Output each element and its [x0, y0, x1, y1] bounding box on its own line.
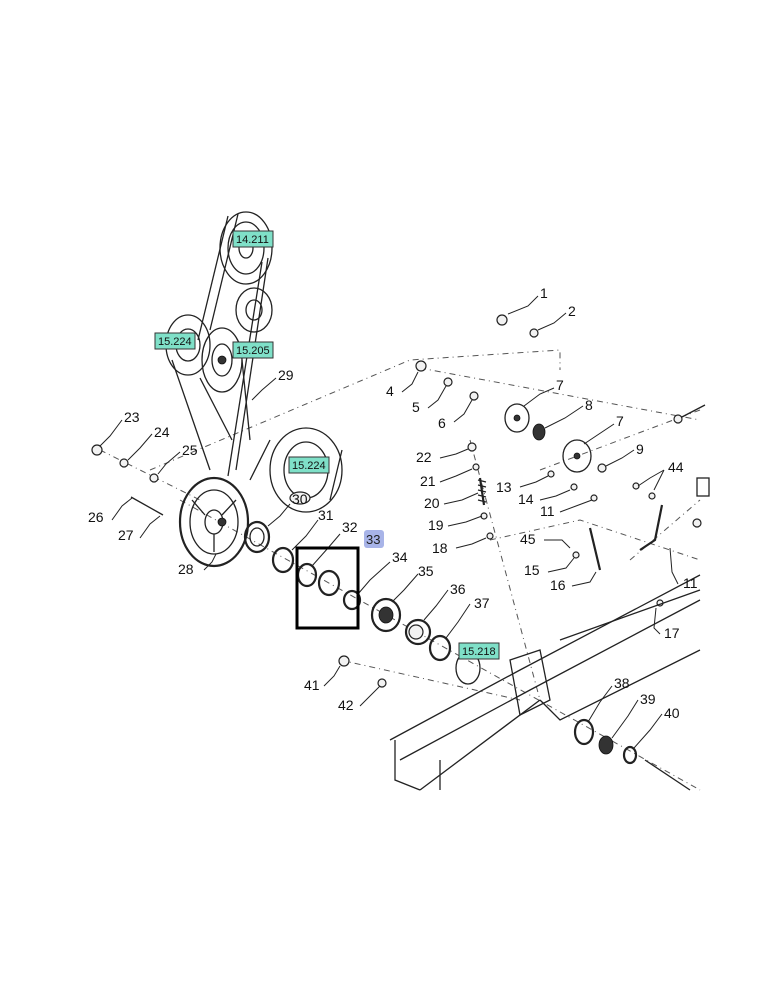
- reference-tags: 14.211 15.224 15.205 15.224 15.218: [154, 230, 500, 660]
- callout-22[interactable]: 22: [416, 449, 432, 465]
- reference-14-211[interactable]: 14.211: [232, 230, 274, 248]
- leader-lines: [99, 295, 679, 749]
- callout-8[interactable]: 8: [585, 397, 593, 413]
- callout-16[interactable]: 16: [550, 577, 566, 593]
- callout-2[interactable]: 2: [568, 303, 576, 319]
- callout-38[interactable]: 38: [614, 675, 630, 691]
- callout-20[interactable]: 20: [424, 495, 440, 511]
- callout-27[interactable]: 27: [118, 527, 134, 543]
- callout-25[interactable]: 25: [182, 442, 198, 458]
- reference-15-224-lower[interactable]: 15.224: [288, 456, 330, 474]
- tensioner-parts: [91, 314, 706, 791]
- callout-35[interactable]: 35: [418, 563, 434, 579]
- reference-15-205[interactable]: 15.205: [232, 341, 274, 359]
- svg-text:15.224: 15.224: [158, 336, 192, 348]
- svg-text:15.224: 15.224: [292, 460, 326, 472]
- svg-text:33: 33: [366, 532, 380, 547]
- callout-24[interactable]: 24: [154, 424, 170, 440]
- frame-structure: [389, 574, 701, 791]
- callout-29[interactable]: 29: [278, 367, 294, 383]
- callout-11b[interactable]: 11: [683, 575, 698, 591]
- selected-callout-33[interactable]: 33: [364, 530, 384, 548]
- callout-41[interactable]: 41: [304, 677, 320, 693]
- callout-7a[interactable]: 7: [556, 377, 564, 393]
- callout-14[interactable]: 14: [518, 491, 534, 507]
- callout-32[interactable]: 32: [342, 519, 358, 535]
- callout-37[interactable]: 37: [474, 595, 490, 611]
- assembly-axes: [99, 349, 701, 791]
- callout-21[interactable]: 21: [420, 473, 436, 489]
- callout-1[interactable]: 1: [540, 285, 548, 301]
- callout-6[interactable]: 6: [438, 415, 446, 431]
- callout-9[interactable]: 9: [636, 441, 644, 457]
- callout-26[interactable]: 26: [88, 509, 104, 525]
- callout-36[interactable]: 36: [450, 581, 466, 597]
- callout-numbers: 1 2 4 5 6 7 8 7 9 13 14 11 44 22 21 20 1…: [88, 285, 698, 721]
- callout-40[interactable]: 40: [664, 705, 680, 721]
- svg-text:15.205: 15.205: [236, 345, 270, 357]
- callout-45[interactable]: 45: [520, 531, 536, 547]
- callout-31[interactable]: 31: [318, 507, 334, 523]
- callout-18[interactable]: 18: [432, 540, 448, 556]
- callout-39[interactable]: 39: [640, 691, 656, 707]
- callout-4[interactable]: 4: [386, 383, 394, 399]
- reference-clipped-edge: [696, 477, 710, 497]
- svg-text:14.211: 14.211: [236, 234, 269, 246]
- callout-5[interactable]: 5: [412, 399, 420, 415]
- callout-30[interactable]: 30: [292, 491, 308, 507]
- belt-drive-assembly: [165, 211, 343, 568]
- svg-text:15.218: 15.218: [462, 646, 496, 658]
- callout-13[interactable]: 13: [496, 479, 512, 495]
- callout-17[interactable]: 17: [664, 625, 680, 641]
- shaft-parts: [243, 520, 481, 685]
- callout-34[interactable]: 34: [392, 549, 408, 565]
- callout-42[interactable]: 42: [338, 697, 354, 713]
- callout-28[interactable]: 28: [178, 561, 194, 577]
- selection-frame: [295, 546, 360, 630]
- callout-11a[interactable]: 11: [540, 503, 555, 519]
- callout-23[interactable]: 23: [124, 409, 140, 425]
- callout-7b[interactable]: 7: [616, 413, 624, 429]
- reference-15-224-upper[interactable]: 15.224: [154, 332, 196, 350]
- callout-44[interactable]: 44: [668, 459, 684, 475]
- reference-15-218[interactable]: 15.218: [458, 642, 500, 660]
- callout-19[interactable]: 19: [428, 517, 444, 533]
- callout-15[interactable]: 15: [524, 562, 540, 578]
